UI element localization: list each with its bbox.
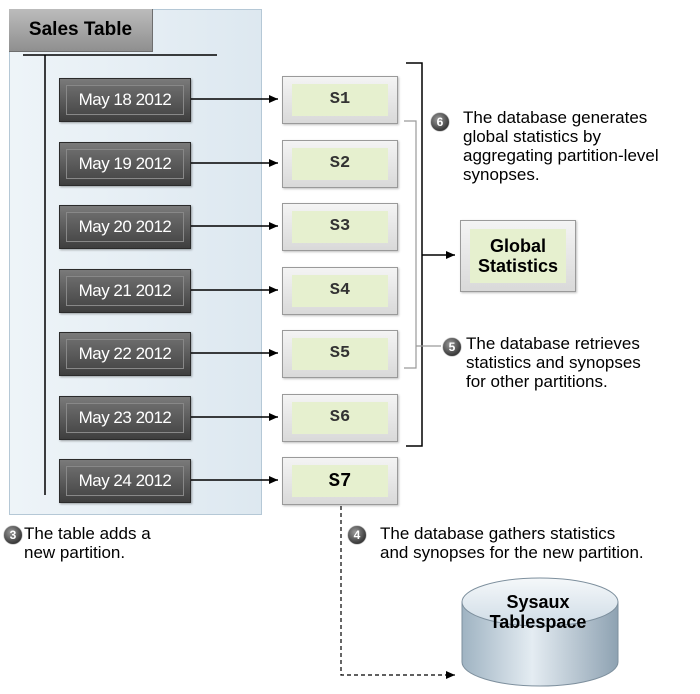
partition-label: May 20 2012 bbox=[66, 212, 184, 242]
step3-text: The table adds a new partition. bbox=[24, 524, 151, 562]
partition-5: May 22 2012 bbox=[59, 332, 191, 376]
step4-text: The database gathers statistics and syno… bbox=[380, 524, 644, 562]
synopsis-4: S4 bbox=[282, 267, 398, 315]
synopsis-1: S1 bbox=[282, 76, 398, 124]
partition-4: May 21 2012 bbox=[59, 269, 191, 313]
synopsis-label: S4 bbox=[292, 275, 388, 307]
partition-label: May 19 2012 bbox=[66, 149, 184, 179]
synopsis-7: S7 bbox=[282, 457, 398, 505]
partition-1: May 18 2012 bbox=[59, 78, 191, 122]
step6-badge: 6 bbox=[431, 113, 449, 131]
sysaux-tablespace-label: Sysaux Tablespace bbox=[489, 592, 587, 632]
partition-2: May 19 2012 bbox=[59, 142, 191, 186]
synopsis-2: S2 bbox=[282, 140, 398, 188]
partition-label: May 18 2012 bbox=[66, 85, 184, 115]
partition-label: May 21 2012 bbox=[66, 276, 184, 306]
synopsis-label: S7 bbox=[292, 465, 388, 497]
synopsis-3: S3 bbox=[282, 203, 398, 251]
partition-3: May 20 2012 bbox=[59, 205, 191, 249]
synopsis-label: S1 bbox=[292, 84, 388, 116]
global-statistics-label: Global Statistics bbox=[470, 229, 566, 283]
synopsis-5: S5 bbox=[282, 330, 398, 378]
step3-badge: 3 bbox=[4, 526, 22, 544]
step5-text: The database retrieves statistics and sy… bbox=[466, 334, 641, 391]
synopsis-label: S2 bbox=[292, 148, 388, 180]
synopsis-6: S6 bbox=[282, 394, 398, 442]
partition-label: May 24 2012 bbox=[66, 466, 184, 496]
synopsis-label: S3 bbox=[292, 211, 388, 243]
partition-label: May 23 2012 bbox=[66, 403, 184, 433]
step5-badge: 5 bbox=[443, 338, 461, 356]
step4-badge: 4 bbox=[348, 526, 366, 544]
global-statistics-box: Global Statistics bbox=[460, 220, 576, 292]
partition-6: May 23 2012 bbox=[59, 396, 191, 440]
synopsis-label: S5 bbox=[292, 338, 388, 370]
synopsis-label: S6 bbox=[292, 402, 388, 434]
gather-dashed-path bbox=[340, 492, 455, 679]
retrieve-bracket bbox=[404, 120, 417, 369]
partition-7: May 24 2012 bbox=[59, 459, 191, 503]
sysaux-tablespace-cylinder bbox=[461, 577, 619, 687]
partition-label: May 22 2012 bbox=[66, 339, 184, 369]
step6-text: The database generates global statistics… bbox=[463, 108, 659, 184]
sales-table-title: Sales Table bbox=[9, 9, 153, 52]
